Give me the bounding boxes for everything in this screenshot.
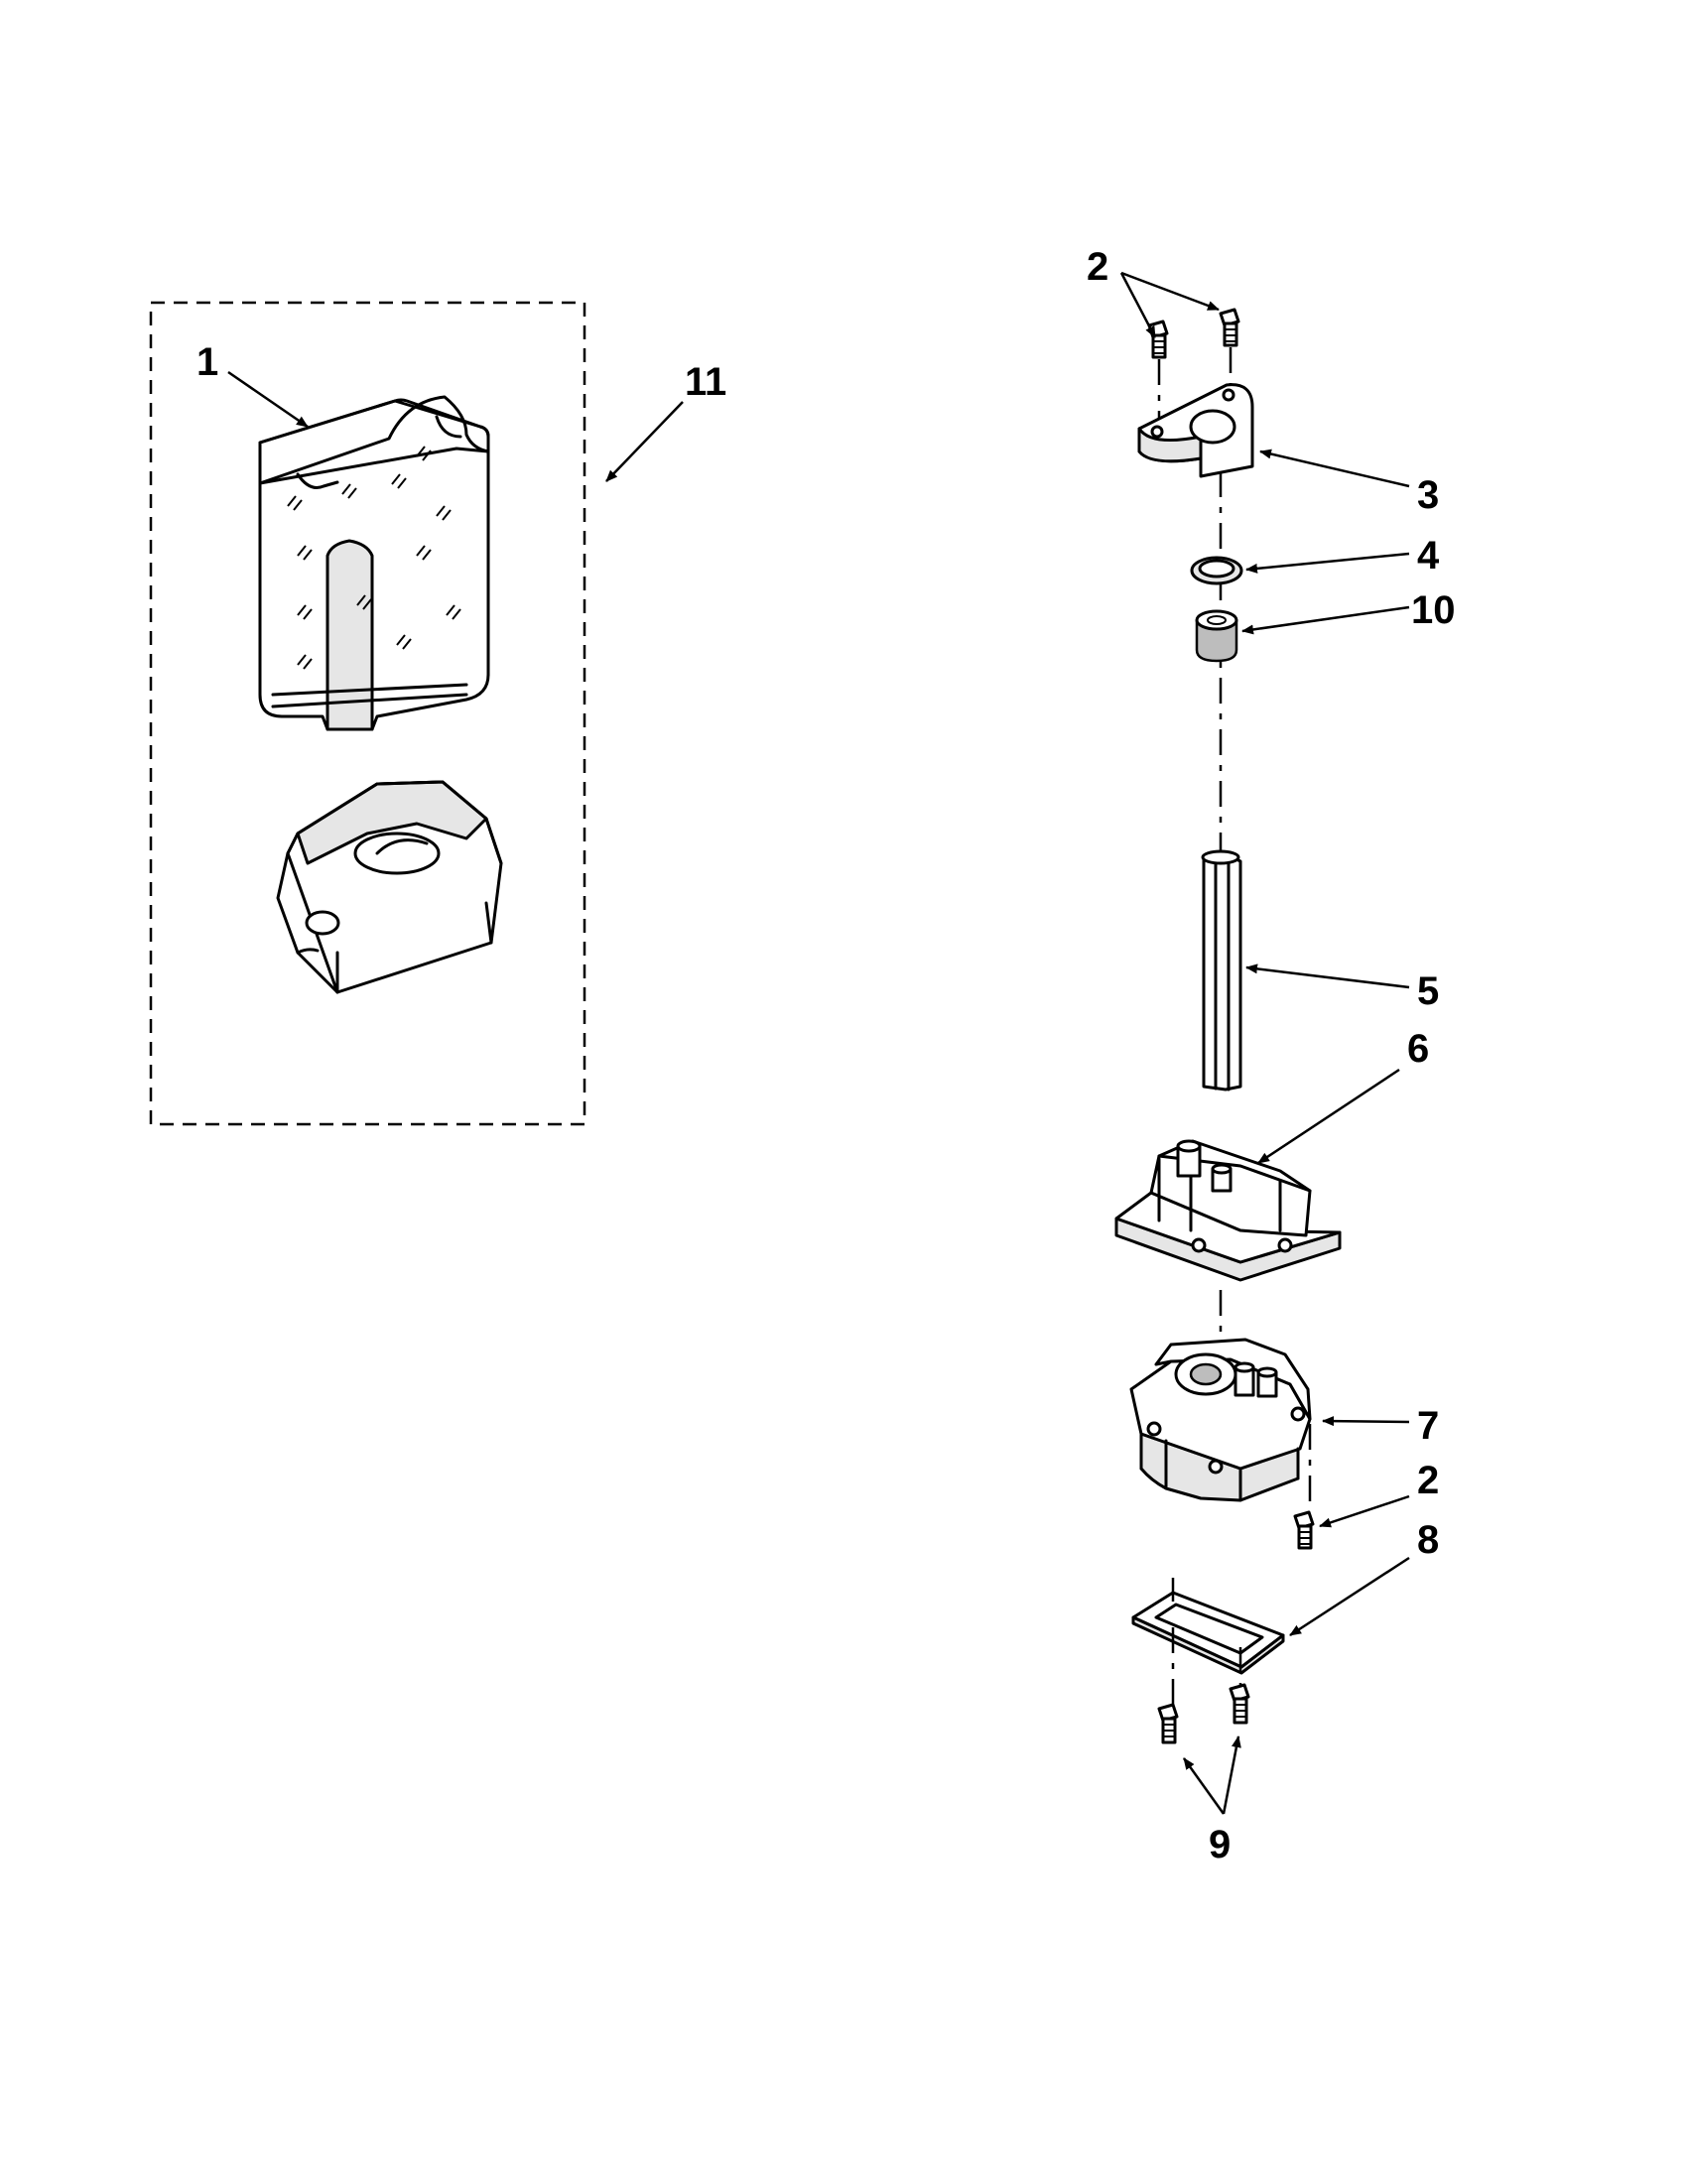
bearing [1195,609,1238,663]
screw-9-right [1229,1647,1250,1725]
leader-lines [227,271,1410,1815]
motor-cover [1114,1139,1342,1282]
callout-3: 3 [1417,473,1439,517]
screw-2-top-left [1147,320,1169,422]
callout-11: 11 [685,360,726,404]
bucket-base [276,780,503,994]
bearing-bracket [1137,383,1254,478]
callout-7: 7 [1417,1404,1439,1448]
callout-4: 4 [1417,534,1440,578]
callout-2-top: 2 [1087,245,1108,289]
auger-shaft [1201,849,1242,1092]
auger-motor [1129,1338,1312,1508]
screw-2-top-right [1219,308,1240,392]
callout-8: 8 [1417,1518,1439,1562]
callout-1: 1 [196,340,218,384]
callout-6: 6 [1407,1027,1429,1071]
callout-9: 9 [1209,1823,1231,1866]
callout-5: 5 [1417,969,1439,1013]
screw-9-left [1157,1627,1179,1744]
ice-bucket [258,395,490,731]
callout-2-mid: 2 [1417,1459,1439,1502]
kit-boundary-box [149,301,586,1126]
screw-2-mid [1293,1510,1315,1550]
callout-10: 10 [1411,588,1456,632]
washer [1190,556,1243,585]
motor-gasket [1131,1578,1285,1675]
